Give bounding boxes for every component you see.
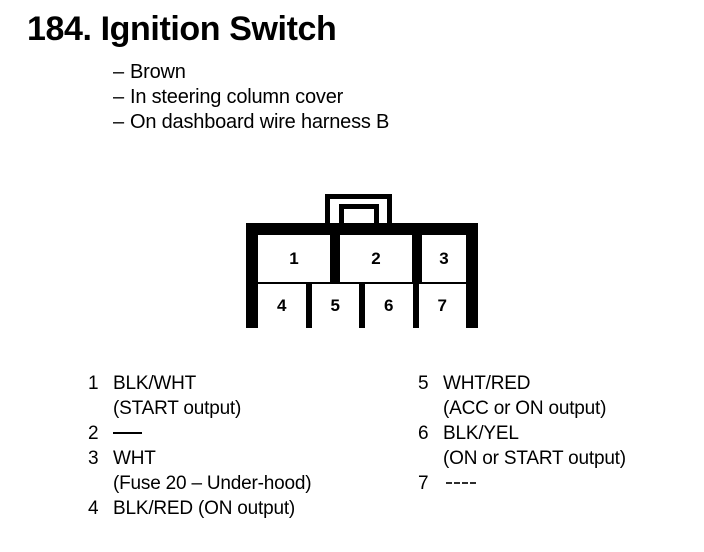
dash-marker-icon: – (113, 61, 124, 83)
pin-description: BLK/YEL (ON or START output) (443, 421, 626, 471)
pin-description: BLK/WHT (START output) (113, 371, 311, 421)
pin-not-used-dash-icon (446, 481, 476, 484)
pin-legend-left: 1 BLK/WHT (START output) 2 3 WHT (Fuse 2… (88, 371, 312, 521)
connector-cavity-5: 5 (311, 284, 359, 328)
connector-note: – On dashboard wire harness B (113, 110, 533, 135)
pin-legend-row: 2 (88, 421, 311, 446)
connector-cavity-2: 2 (340, 235, 412, 282)
connector-note: – In steering column cover (113, 85, 533, 110)
pin-legend-row: 6 BLK/YEL (ON or START output) (418, 421, 626, 471)
pin-wire-color: BLK/YEL (443, 423, 519, 444)
pin-legend-row: 3 WHT (Fuse 20 – Under-hood) (88, 446, 312, 496)
page-title: 184. Ignition Switch (27, 10, 337, 48)
pin-description (443, 471, 626, 496)
pin-wire-color: BLK/WHT (113, 373, 197, 394)
connector-note-text: Brown (130, 61, 186, 83)
pin-number: 5 (418, 373, 429, 394)
pin-number: 6 (418, 423, 429, 444)
pin-legend-right: 5 WHT/RED (ACC or ON output) 6 BLK/YEL (… (418, 371, 626, 496)
connector-body: 1 2 3 4 5 6 7 (246, 223, 478, 328)
pin-function: (ACC or ON output) (443, 398, 607, 419)
pin-wire-color: BLK/RED (ON output) (113, 498, 296, 519)
pin-number: 1 (88, 373, 99, 394)
pin-number: 3 (88, 448, 99, 469)
pin-wire-color: WHT (113, 448, 156, 469)
pin-legend-row: 7 (418, 471, 626, 496)
connector-latch-inner-icon (339, 204, 379, 227)
connector-latch-outer-icon (325, 194, 392, 226)
pin-number: 7 (418, 473, 429, 494)
pin-function: (START output) (113, 398, 242, 419)
dash-marker-icon: – (113, 86, 124, 108)
pin-legend-row: 4 BLK/RED (ON output) (88, 496, 311, 521)
connector-diagram: 1 2 3 4 5 6 7 (246, 194, 478, 328)
connector-notes-list: – Brown – In steering column cover – On … (113, 60, 533, 135)
connector-bottom-row: 4 5 6 7 (258, 284, 466, 328)
connector-note-text: On dashboard wire harness B (130, 111, 390, 133)
pin-legend-row: 5 WHT/RED (ACC or ON output) (418, 371, 626, 421)
pin-description (113, 421, 311, 446)
connector-cavity-3: 3 (422, 235, 466, 282)
pin-number: 4 (88, 498, 99, 519)
dash-marker-icon: – (113, 111, 124, 133)
pin-wire-color: WHT/RED (443, 373, 531, 394)
pin-not-used-dash-icon (113, 431, 142, 434)
pin-description: BLK/RED (ON output) (113, 496, 311, 521)
connector-note: – Brown (113, 60, 533, 85)
pin-function: (ON or START output) (443, 448, 626, 469)
pin-function: (Fuse 20 – Under-hood) (113, 473, 312, 494)
pin-description: WHT (Fuse 20 – Under-hood) (113, 446, 312, 496)
connector-cavity-4: 4 (258, 284, 306, 328)
pin-number: 2 (88, 423, 99, 444)
connector-cavity-6: 6 (365, 284, 413, 328)
connector-top-row: 1 2 3 (258, 235, 466, 282)
pin-legend-row: 1 BLK/WHT (START output) (88, 371, 311, 421)
connector-note-text: In steering column cover (130, 86, 344, 108)
connector-cavity-1: 1 (258, 235, 330, 282)
connector-cavity-7: 7 (418, 284, 466, 328)
pin-description: WHT/RED (ACC or ON output) (443, 371, 626, 421)
